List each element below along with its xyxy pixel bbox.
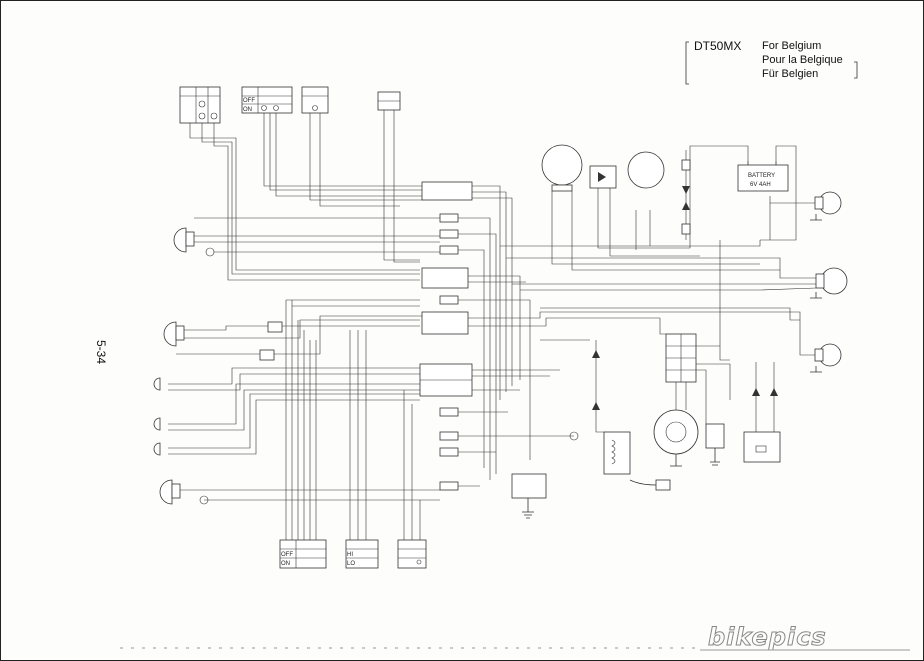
- diagram-header: DT50MX For Belgium Pour la Belgique Für …: [685, 39, 858, 85]
- battery-rating: 6V 4AH: [750, 182, 771, 188]
- front-turn-lamp-right: [163, 321, 185, 347]
- central-connectors: [419, 181, 473, 491]
- battery: BATTERY 6V 4AH: [737, 161, 789, 192]
- language-label-de: Für Belgien: [762, 68, 818, 80]
- bottom-switch-1: OFF ON: [279, 539, 327, 569]
- switch-box-2: OFF ON: [241, 86, 293, 114]
- switch-state-on: ON: [243, 107, 252, 113]
- bottom-switch-state-off: OFF: [281, 552, 293, 558]
- horn: [627, 151, 665, 189]
- bottom-switch-state-on: ON: [281, 561, 290, 567]
- switch-box-3: [301, 86, 329, 114]
- switch-box-4: [377, 91, 401, 111]
- battery-label: BATTERY: [748, 173, 775, 179]
- main-connector-right: [665, 333, 697, 383]
- wiring-harness: [120, 110, 822, 649]
- dimmer-state-hi: HI: [347, 552, 353, 558]
- horn-switch: [397, 539, 427, 569]
- fuel-sender: [511, 431, 579, 499]
- rear-turn-lamp-mid: [815, 267, 848, 295]
- language-label-fr: Pour la Belgique: [762, 54, 843, 66]
- language-label-en: For Belgium: [762, 40, 821, 52]
- page-number: 5-34: [94, 340, 108, 364]
- dimmer-state-lo: LO: [347, 561, 355, 567]
- switch-box-1: [179, 86, 221, 124]
- watermark: bikepics: [700, 623, 910, 652]
- watermark-text: bikepics: [708, 623, 827, 651]
- tail-lamp: [153, 377, 161, 391]
- cdi-magneto: [653, 409, 699, 455]
- dimmer-switch: HI LO: [345, 539, 379, 569]
- switch-state-off: OFF: [243, 98, 255, 104]
- brake-switch: [743, 431, 781, 463]
- indicator-lamp-1: [153, 417, 161, 431]
- rear-lamp: [159, 479, 209, 505]
- rectifier: [589, 165, 617, 189]
- rear-turn-lamp-lower: [814, 343, 842, 367]
- indicator-lamp-2: [153, 442, 161, 456]
- neutral-switch: [705, 423, 725, 462]
- rear-turn-lamp-upper: [814, 191, 842, 215]
- ignition-coil: [603, 431, 671, 491]
- model-label: DT50MX: [694, 39, 741, 53]
- flasher-relay: [541, 144, 583, 192]
